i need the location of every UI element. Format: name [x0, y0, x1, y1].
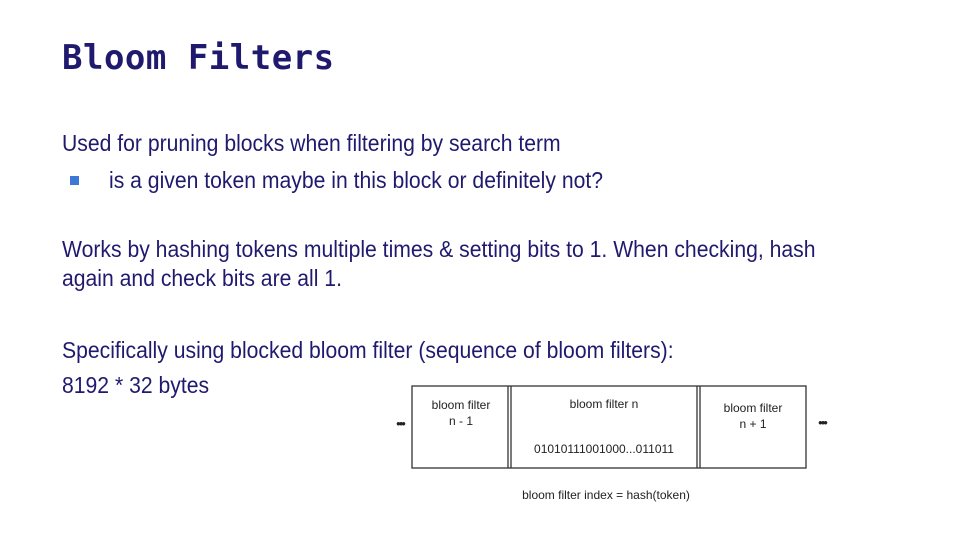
- hashing-line-2: again and check bits are all 1.: [62, 265, 342, 291]
- bloom-filter-prev-line1: bloom filter: [431, 398, 491, 412]
- bloom-filter-diagram: ••• bloom filter n - 1 bloom filter n 01…: [380, 380, 850, 520]
- diagram-caption: bloom filter index = hash(token): [522, 488, 690, 502]
- bloom-filter-bits: 01010111001000...011011: [534, 442, 674, 456]
- hashing-line-1: Works by hashing tokens multiple times &…: [62, 236, 816, 262]
- bullet-item: is a given token maybe in this block or …: [70, 166, 646, 194]
- blocked-bloom-line: Specifically using blocked bloom filter …: [62, 337, 674, 363]
- bloom-filter-next-line1: bloom filter: [723, 401, 783, 415]
- square-bullet-icon: [70, 175, 79, 185]
- intro-line: Used for pruning blocks when filtering b…: [62, 130, 561, 156]
- diagram-blocks: [411, 385, 807, 469]
- left-ellipsis-icon: •••: [396, 416, 406, 431]
- slide-title: Bloom Filters: [62, 38, 335, 78]
- bloom-filter-next-line2: n + 1: [739, 417, 767, 431]
- bloom-filter-prev-line2: n - 1: [448, 414, 473, 428]
- bullet-text: is a given token maybe in this block or …: [109, 166, 604, 193]
- bloom-filter-prev-label: bloom filter n - 1: [414, 397, 508, 429]
- size-line: 8192 * 32 bytes: [62, 372, 210, 398]
- filter-sequence-frame: [411, 385, 807, 469]
- bloom-filter-current-label: bloom filter n: [569, 397, 639, 411]
- bloom-filter-next-label: bloom filter n + 1: [700, 400, 806, 432]
- right-ellipsis-icon: •••: [818, 415, 828, 430]
